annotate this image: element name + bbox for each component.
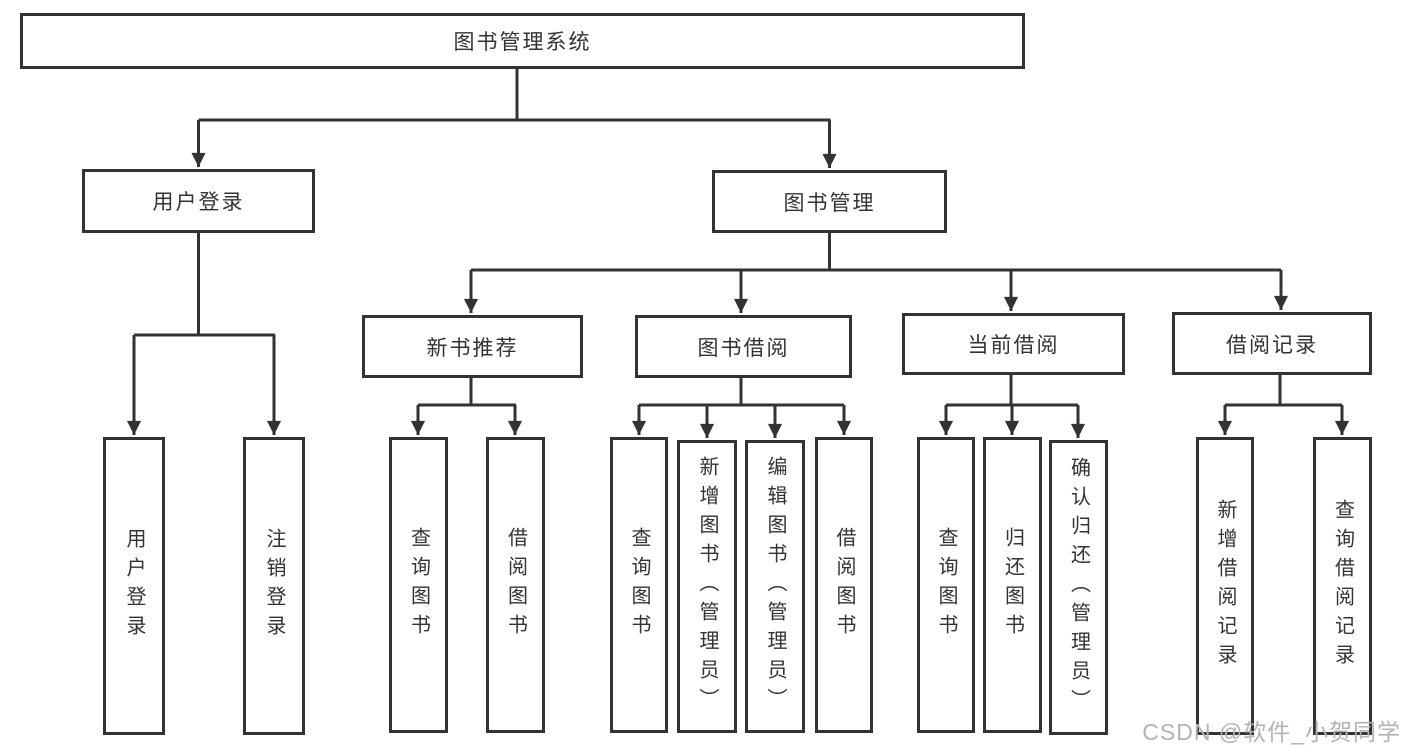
leaf-confirm-return-admin: 确认归还（管理员） bbox=[1049, 440, 1108, 735]
leaf-borrow-books-1: 借阅图书 bbox=[486, 437, 545, 733]
csdn-watermark: CSDN @软件_小贺同学 bbox=[1142, 719, 1401, 745]
leaf-add-books-admin: 新增图书（管理员） bbox=[677, 440, 737, 733]
node-library-management-system: 图书管理系统 bbox=[20, 13, 1025, 69]
leaf-user-login: 用户登录 bbox=[103, 437, 165, 735]
leaf-query-books-3: 查询图书 bbox=[917, 437, 975, 733]
node-book-management: 图书管理 bbox=[712, 170, 947, 233]
leaf-borrow-books-2: 借阅图书 bbox=[815, 437, 873, 733]
leaf-query-borrow-record: 查询借阅记录 bbox=[1313, 437, 1372, 735]
node-book-borrowing: 图书借阅 bbox=[635, 315, 852, 378]
leaf-return-books: 归还图书 bbox=[983, 437, 1042, 733]
leaf-edit-books-admin: 编辑图书（管理员） bbox=[745, 440, 805, 733]
leaf-query-books-2: 查询图书 bbox=[610, 437, 668, 733]
leaf-add-borrow-record: 新增借阅记录 bbox=[1196, 437, 1254, 735]
node-current-borrowing: 当前借阅 bbox=[902, 313, 1125, 375]
leaf-query-books-1: 查询图书 bbox=[389, 437, 448, 733]
leaf-logout: 注销登录 bbox=[243, 437, 305, 735]
node-borrowing-records: 借阅记录 bbox=[1172, 312, 1372, 375]
node-user-login: 用户登录 bbox=[82, 169, 315, 233]
node-new-book-recommend: 新书推荐 bbox=[362, 315, 583, 378]
